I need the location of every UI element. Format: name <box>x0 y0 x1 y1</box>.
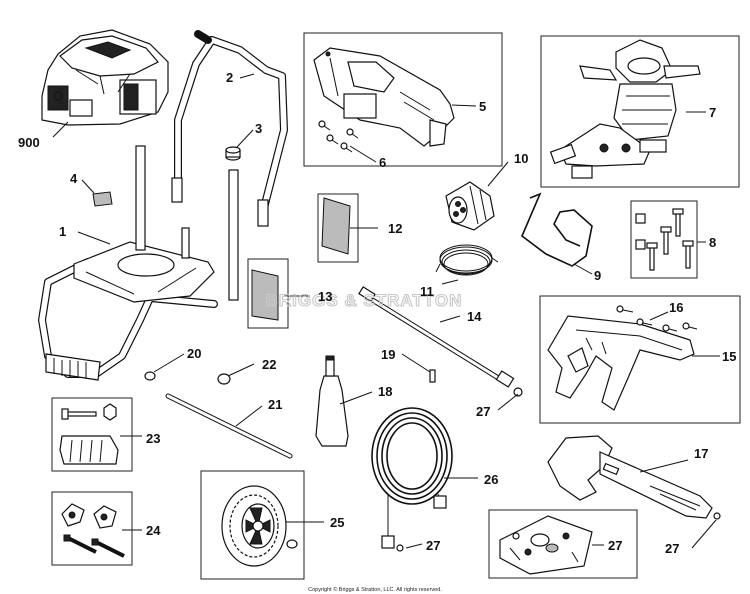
fittings-27 <box>396 387 523 552</box>
box-part-8 <box>630 200 698 279</box>
callout-900: 900 <box>18 135 40 150</box>
callout-15: 15 <box>722 349 736 364</box>
callout-13: 13 <box>318 289 332 304</box>
box-part-13 <box>247 258 289 329</box>
callout-24: 24 <box>146 523 161 538</box>
wheel-25 <box>221 485 298 567</box>
callout-25: 25 <box>330 515 344 530</box>
screws-16 <box>616 305 698 332</box>
hose-26 <box>371 407 453 549</box>
label-13 <box>251 269 279 321</box>
hose-coil-11 <box>435 244 499 276</box>
bracket-9 <box>521 192 593 267</box>
callout-18: 18 <box>378 384 392 399</box>
box-part-27-kit <box>488 509 638 579</box>
callout-12: 12 <box>388 221 402 236</box>
engine-900 <box>41 29 169 126</box>
o-ring-20 <box>144 371 156 381</box>
o-ring-kit-27 <box>499 515 593 575</box>
callout-27-gun: 27 <box>665 541 679 556</box>
callout-10: 10 <box>514 151 528 166</box>
handle-2 <box>171 30 288 227</box>
callout-11: 11 <box>420 284 434 299</box>
callout-23: 23 <box>146 431 160 446</box>
callout-26: 26 <box>484 472 498 487</box>
callout-20: 20 <box>187 346 201 361</box>
wand-14 <box>358 286 515 388</box>
callout-22: 22 <box>262 357 276 372</box>
box-part-23 <box>51 397 133 472</box>
label-4 <box>92 191 113 207</box>
label-12 <box>321 197 351 255</box>
frame-base-1 <box>38 145 218 381</box>
box-part-15 <box>539 295 741 424</box>
bottle-18 <box>315 355 349 447</box>
screws-6 <box>318 120 359 153</box>
callout-17: 17 <box>694 446 708 461</box>
box-part-24 <box>51 491 133 566</box>
callout-3: 3 <box>255 121 262 136</box>
panel-5 <box>313 47 455 147</box>
callout-21: 21 <box>268 397 282 412</box>
callout-2: 2 <box>226 70 233 85</box>
callout-19: 19 <box>381 347 395 362</box>
callout-27-kit: 27 <box>608 538 622 553</box>
callout-5: 5 <box>479 99 486 114</box>
box-part-25 <box>200 470 305 580</box>
plug-3 <box>225 146 241 301</box>
callout-27-wand: 27 <box>476 404 490 419</box>
watermark: BRIGGS & STRATTON <box>266 291 463 310</box>
shroud-15 <box>547 315 695 411</box>
bolts-8 <box>635 208 694 271</box>
axle-21 <box>165 393 293 459</box>
pin-19 <box>429 369 436 383</box>
callout-4: 4 <box>70 171 78 186</box>
callout-16: 16 <box>669 300 683 315</box>
box-part-5 <box>303 32 503 167</box>
washer-22 <box>217 373 231 385</box>
nozzle-10 <box>445 181 495 231</box>
pump-7 <box>549 39 701 179</box>
callout-7: 7 <box>709 105 716 120</box>
callout-8: 8 <box>709 235 716 250</box>
knob-kit-24 <box>61 503 125 558</box>
foot-kit-23 <box>59 403 119 465</box>
copyright-text: Copyright © Briggs & Stratton, LLC. All … <box>308 586 442 593</box>
callout-27-hose: 27 <box>426 538 440 553</box>
callout-9: 9 <box>594 268 601 283</box>
callout-6: 6 <box>379 155 386 170</box>
box-part-7 <box>540 35 740 188</box>
callout-1: 1 <box>59 224 66 239</box>
callout-14: 14 <box>467 309 482 324</box>
spray-gun-17 <box>547 435 721 520</box>
